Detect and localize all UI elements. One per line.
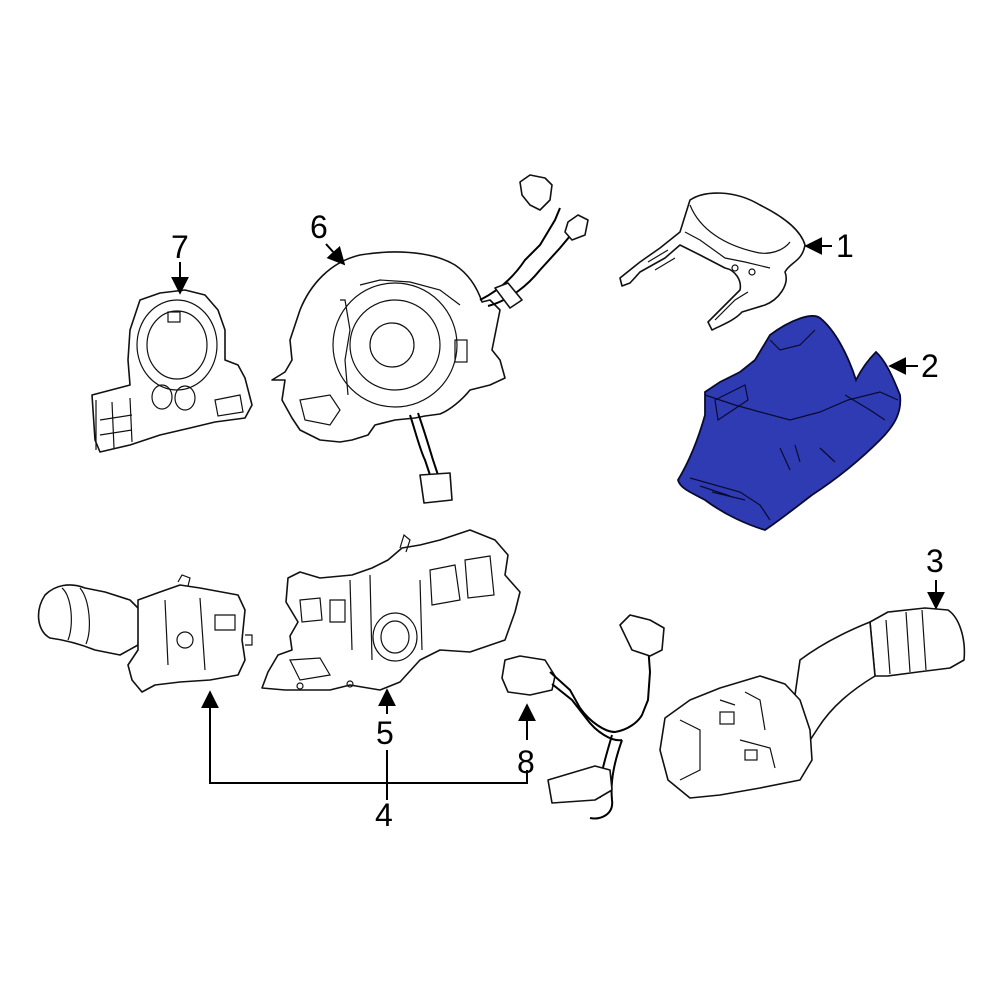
callout-8: 8 [517,744,535,780]
callout-7: 7 [171,229,189,265]
leader-6 [325,243,346,266]
callout-5: 5 [376,715,394,751]
part-wiper-switch[interactable] [659,607,966,799]
part-lower-cover[interactable] [677,315,902,531]
part-clock-spring[interactable] [271,174,589,504]
callout-6: 6 [310,209,328,245]
callout-1: 1 [836,228,854,264]
part-headlamp-switch[interactable] [37,574,253,693]
callout-3: 3 [926,543,944,579]
part-upper-cover[interactable] [619,192,806,331]
leader-lines [171,237,945,800]
callout-2: 2 [921,348,939,384]
leader-4-bracket [209,692,528,784]
callout-4: 4 [375,797,393,833]
part-harness[interactable] [501,614,665,820]
part-switch-housing[interactable] [261,529,521,691]
part-angle-sensor[interactable] [91,289,253,453]
